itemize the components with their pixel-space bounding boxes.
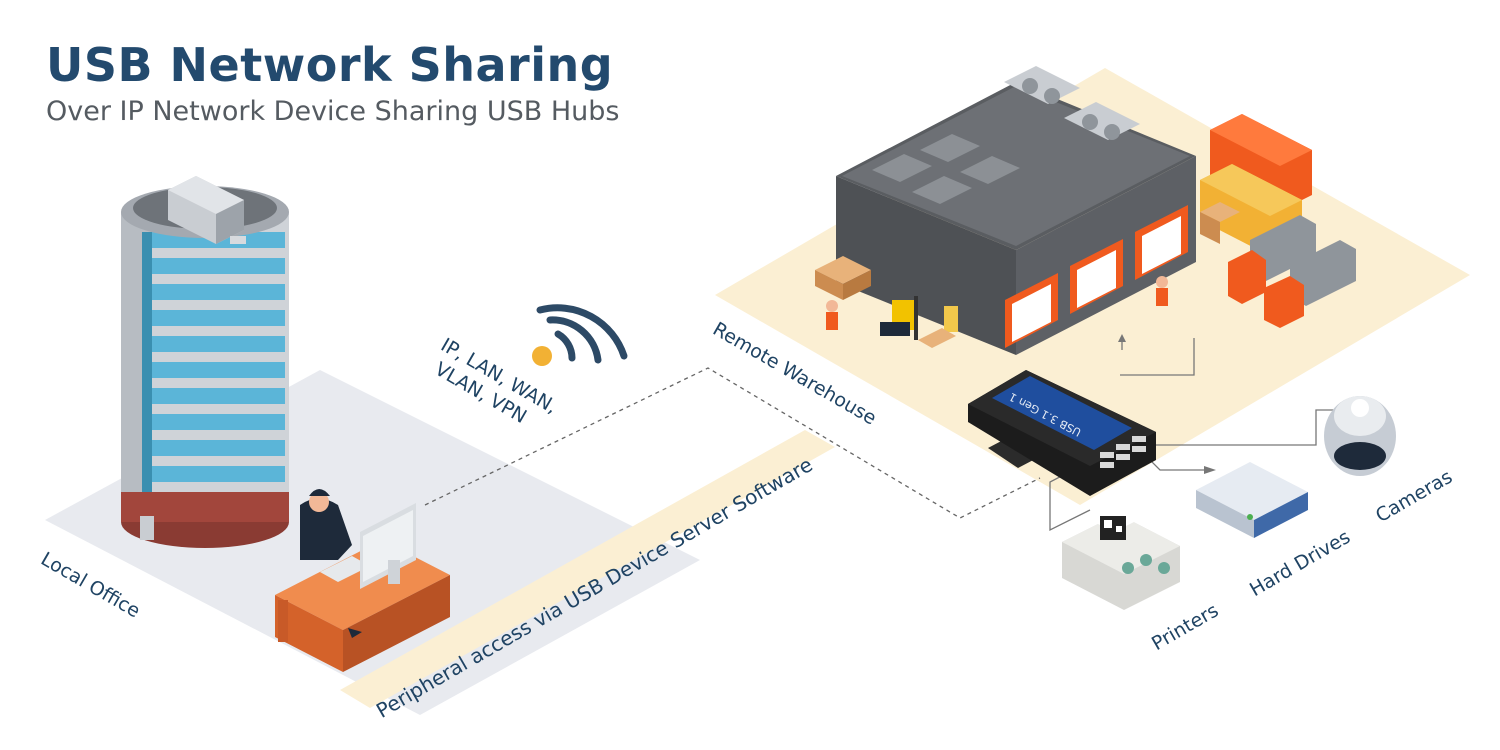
peripheral-access-band — [340, 430, 835, 708]
wifi-icon — [532, 304, 628, 366]
usb-hub-device: USB 3.1 Gen 1 — [968, 370, 1156, 496]
camera-device — [1324, 396, 1396, 476]
shipping-containers — [1200, 114, 1312, 256]
rooftop-fans — [1004, 66, 1140, 140]
person — [300, 498, 352, 560]
usb-ports — [1100, 436, 1146, 468]
rooftop-unit — [168, 176, 246, 244]
loading-doors — [1005, 205, 1188, 348]
warehouse-building — [836, 66, 1196, 355]
computer-monitor — [360, 503, 416, 589]
page-title: USB Network Sharing — [46, 38, 614, 92]
pallets-and-forklift — [815, 202, 1240, 348]
delivery-trucks — [1228, 215, 1356, 328]
hard-drive-device — [1196, 462, 1308, 538]
roof-panels — [872, 134, 1020, 204]
printer-device — [1062, 506, 1180, 610]
keyboard — [320, 556, 370, 582]
office-building — [121, 176, 289, 548]
office-workstation — [275, 489, 450, 672]
page-subtitle: Over IP Network Device Sharing USB Hubs — [46, 96, 620, 127]
